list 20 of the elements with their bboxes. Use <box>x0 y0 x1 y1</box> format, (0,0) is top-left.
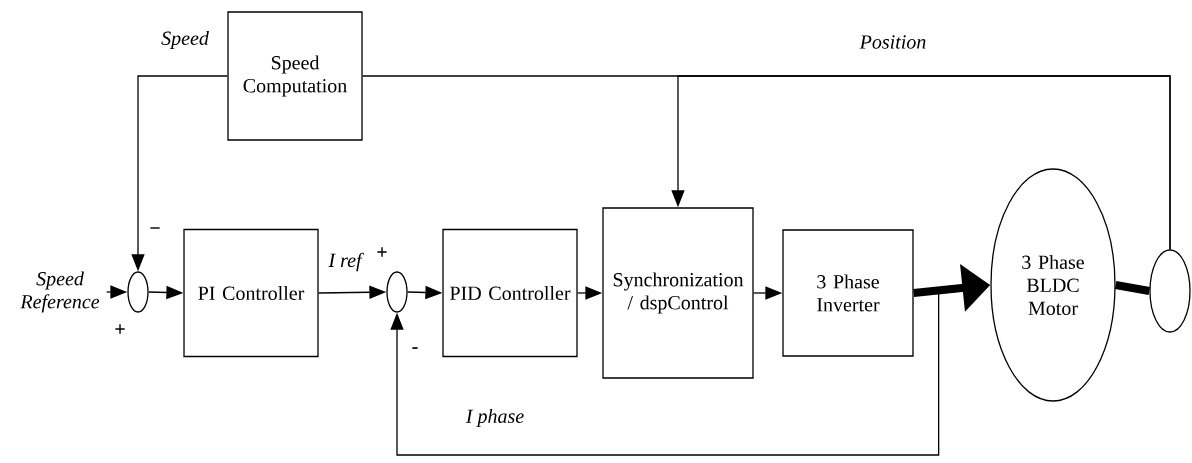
edge-label: Position <box>858 34 928 50</box>
sign-label: + <box>377 247 387 257</box>
edge-label: I ref <box>327 251 364 273</box>
block-box: PID Controller <box>442 228 578 358</box>
sign-label: - <box>412 347 418 349</box>
edge-label: Speed <box>160 29 210 51</box>
sign-label: − <box>150 227 160 229</box>
summing-circle <box>1149 249 1191 333</box>
edge-label: I phase <box>464 407 526 429</box>
connector-line <box>1114 281 1151 295</box>
summing-circle <box>127 271 149 313</box>
block-box: PI Controller <box>183 228 319 358</box>
summing-circle <box>386 271 408 313</box>
input-label: Speed Reference <box>20 271 100 313</box>
sign-label: + <box>115 324 125 334</box>
block-box: Synchronization / dspControl <box>602 207 754 379</box>
arrow <box>390 292 940 456</box>
block-box: 3 Phase Inverter <box>782 229 914 357</box>
block-box: Speed Computation <box>227 11 363 141</box>
arrow <box>671 75 1171 250</box>
